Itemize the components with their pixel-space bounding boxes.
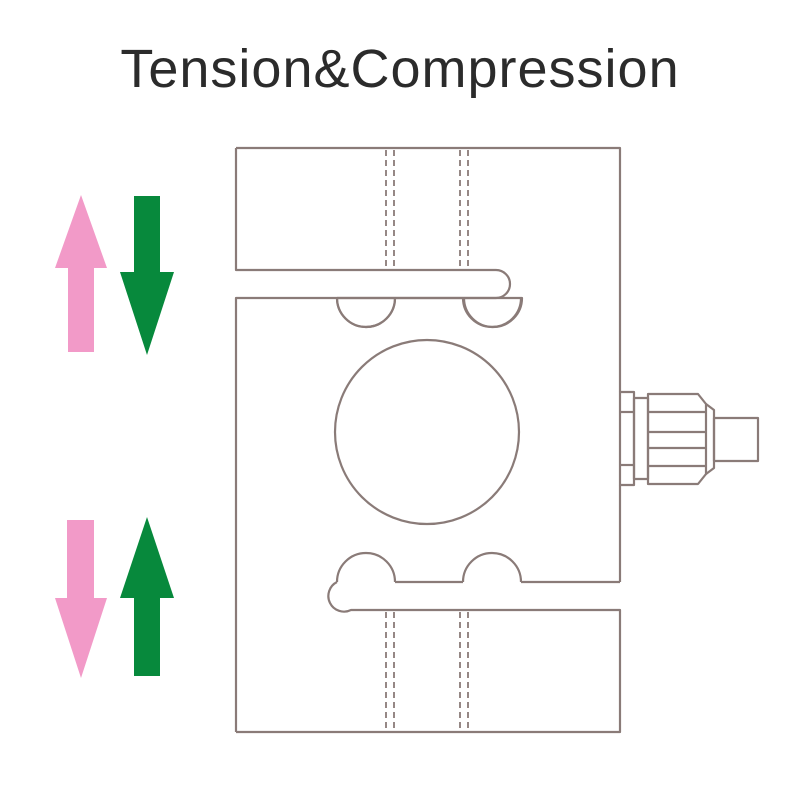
tension-down-arrow-icon	[55, 520, 107, 678]
compression-up-arrow-icon	[120, 517, 174, 676]
lower-arm-outline	[236, 580, 622, 734]
diagram-title: Tension&Compression	[120, 39, 680, 99]
upper-notches	[335, 296, 524, 329]
upper-arm-outline	[234, 146, 622, 732]
compression-down-arrow-icon	[120, 196, 174, 355]
cable-connector	[618, 390, 760, 487]
upper-right-notch	[461, 297, 523, 329]
center-hole	[333, 338, 521, 526]
lower-left-notch	[335, 551, 397, 583]
tension-up-arrow-icon	[55, 195, 107, 352]
upper-left-notch	[335, 297, 397, 329]
lower-right-notch	[461, 551, 523, 583]
